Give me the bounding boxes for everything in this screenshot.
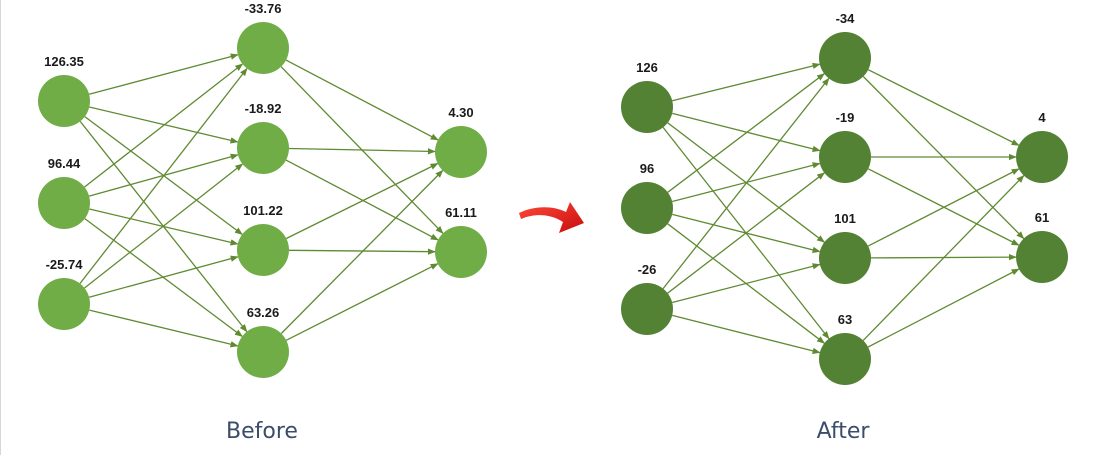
before-node-layer1-2 <box>237 224 289 276</box>
before-node-value-layer2-1: 61.11 <box>445 205 477 220</box>
before-node-layer1-0 <box>237 22 289 74</box>
before-node-value-layer0-0: 126.35 <box>44 54 84 69</box>
after-edge-l1-2-to-0 <box>867 168 1020 247</box>
before-node-value-layer1-3: 63.26 <box>247 305 280 320</box>
after-network-edges <box>662 62 1025 354</box>
after-node-value-layer0-0: 126 <box>636 60 658 75</box>
frame-edge <box>0 0 1 455</box>
before-edge-l0-1-to-0 <box>84 63 244 188</box>
after-node-layer2-1 <box>1016 231 1068 283</box>
before-node-value-layer1-2: 101.22 <box>243 203 283 218</box>
before-network-nodes: 126.35 96.44 -25.74 -33.76 -18.92 101.22 63.26… <box>38 1 487 378</box>
after-edge-l0-2-to-1 <box>667 172 826 294</box>
after-node-layer1-3 <box>819 333 871 385</box>
before-network-edges <box>79 53 444 348</box>
after-node-layer1-1 <box>819 131 871 183</box>
before-node-value-layer1-1: -18.92 <box>245 101 282 116</box>
after-node-value-layer1-3: 63 <box>838 312 852 327</box>
after-node-layer0-0 <box>621 81 673 133</box>
after-edge-l1-0-to-0 <box>867 69 1020 146</box>
before-edge-l0-2-to-1 <box>84 163 244 289</box>
after-edge-l1-3-to-1 <box>867 268 1020 348</box>
before-node-value-layer0-1: 96.44 <box>48 156 81 171</box>
before-edge-l0-0-to-1 <box>89 106 239 144</box>
before-node-layer1-3 <box>237 326 289 378</box>
after-node-value-layer0-1: 96 <box>640 161 654 176</box>
before-edge-l0-2-to-0 <box>79 67 248 284</box>
before-caption: Before <box>226 419 298 444</box>
before-node-value-layer0-2: -25.74 <box>46 257 84 272</box>
after-node-layer0-2 <box>621 283 673 335</box>
before-edge-l1-3-to-1 <box>285 263 439 341</box>
after-edge-l0-0-to-0 <box>672 62 821 102</box>
after-node-value-layer1-1: -19 <box>836 110 855 125</box>
before-edge-l0-0-to-0 <box>88 53 239 95</box>
after-edge-l0-2-to-2 <box>672 263 821 304</box>
after-node-layer1-2 <box>819 232 871 284</box>
after-edge-l1-3-to-0 <box>862 175 1025 341</box>
before-node-layer0-0 <box>38 75 90 127</box>
curved-red-arrow-icon <box>519 202 584 233</box>
after-node-value-layer0-2: -26 <box>638 262 657 277</box>
before-edge-l1-3-to-0 <box>280 169 444 334</box>
after-edge-l0-0-to-1 <box>672 112 821 152</box>
after-node-value-layer2-0: 4 <box>1038 110 1046 125</box>
before-edge-l1-2-to-0 <box>286 162 439 240</box>
before-edge-l1-0-to-0 <box>285 59 439 141</box>
before-edge-l0-2-to-3 <box>89 309 239 348</box>
before-node-layer2-1 <box>435 226 487 278</box>
after-node-value-layer1-0: -34 <box>836 11 856 26</box>
before-node-value-layer1-0: -33.76 <box>245 1 282 16</box>
after-edge-l0-1-to-0 <box>667 73 825 193</box>
after-node-value-layer1-2: 101 <box>834 211 856 226</box>
after-edge-l0-2-to-3 <box>672 314 821 354</box>
before-edge-l1-1-to-0 <box>288 147 436 155</box>
after-edge-l0-2-to-0 <box>662 77 830 290</box>
before-node-layer0-2 <box>38 278 90 330</box>
before-edge-l1-2-to-1 <box>288 248 436 255</box>
before-node-layer0-1 <box>38 177 90 229</box>
after-node-layer1-0 <box>819 32 871 84</box>
after-node-layer2-0 <box>1016 131 1068 183</box>
before-node-value-layer2-0: 4.30 <box>448 105 473 120</box>
before-edge-l0-2-to-2 <box>88 255 239 298</box>
before-node-layer2-0 <box>435 126 487 178</box>
before-edge-l1-1-to-1 <box>285 159 439 241</box>
after-node-layer0-1 <box>621 182 673 234</box>
before-node-layer1-1 <box>237 122 289 174</box>
after-caption: After <box>817 419 871 444</box>
after-network-nodes: 126 96 -26 -34 -19 101 63 4 61 <box>621 11 1068 385</box>
after-node-value-layer2-1: 61 <box>1035 210 1049 225</box>
